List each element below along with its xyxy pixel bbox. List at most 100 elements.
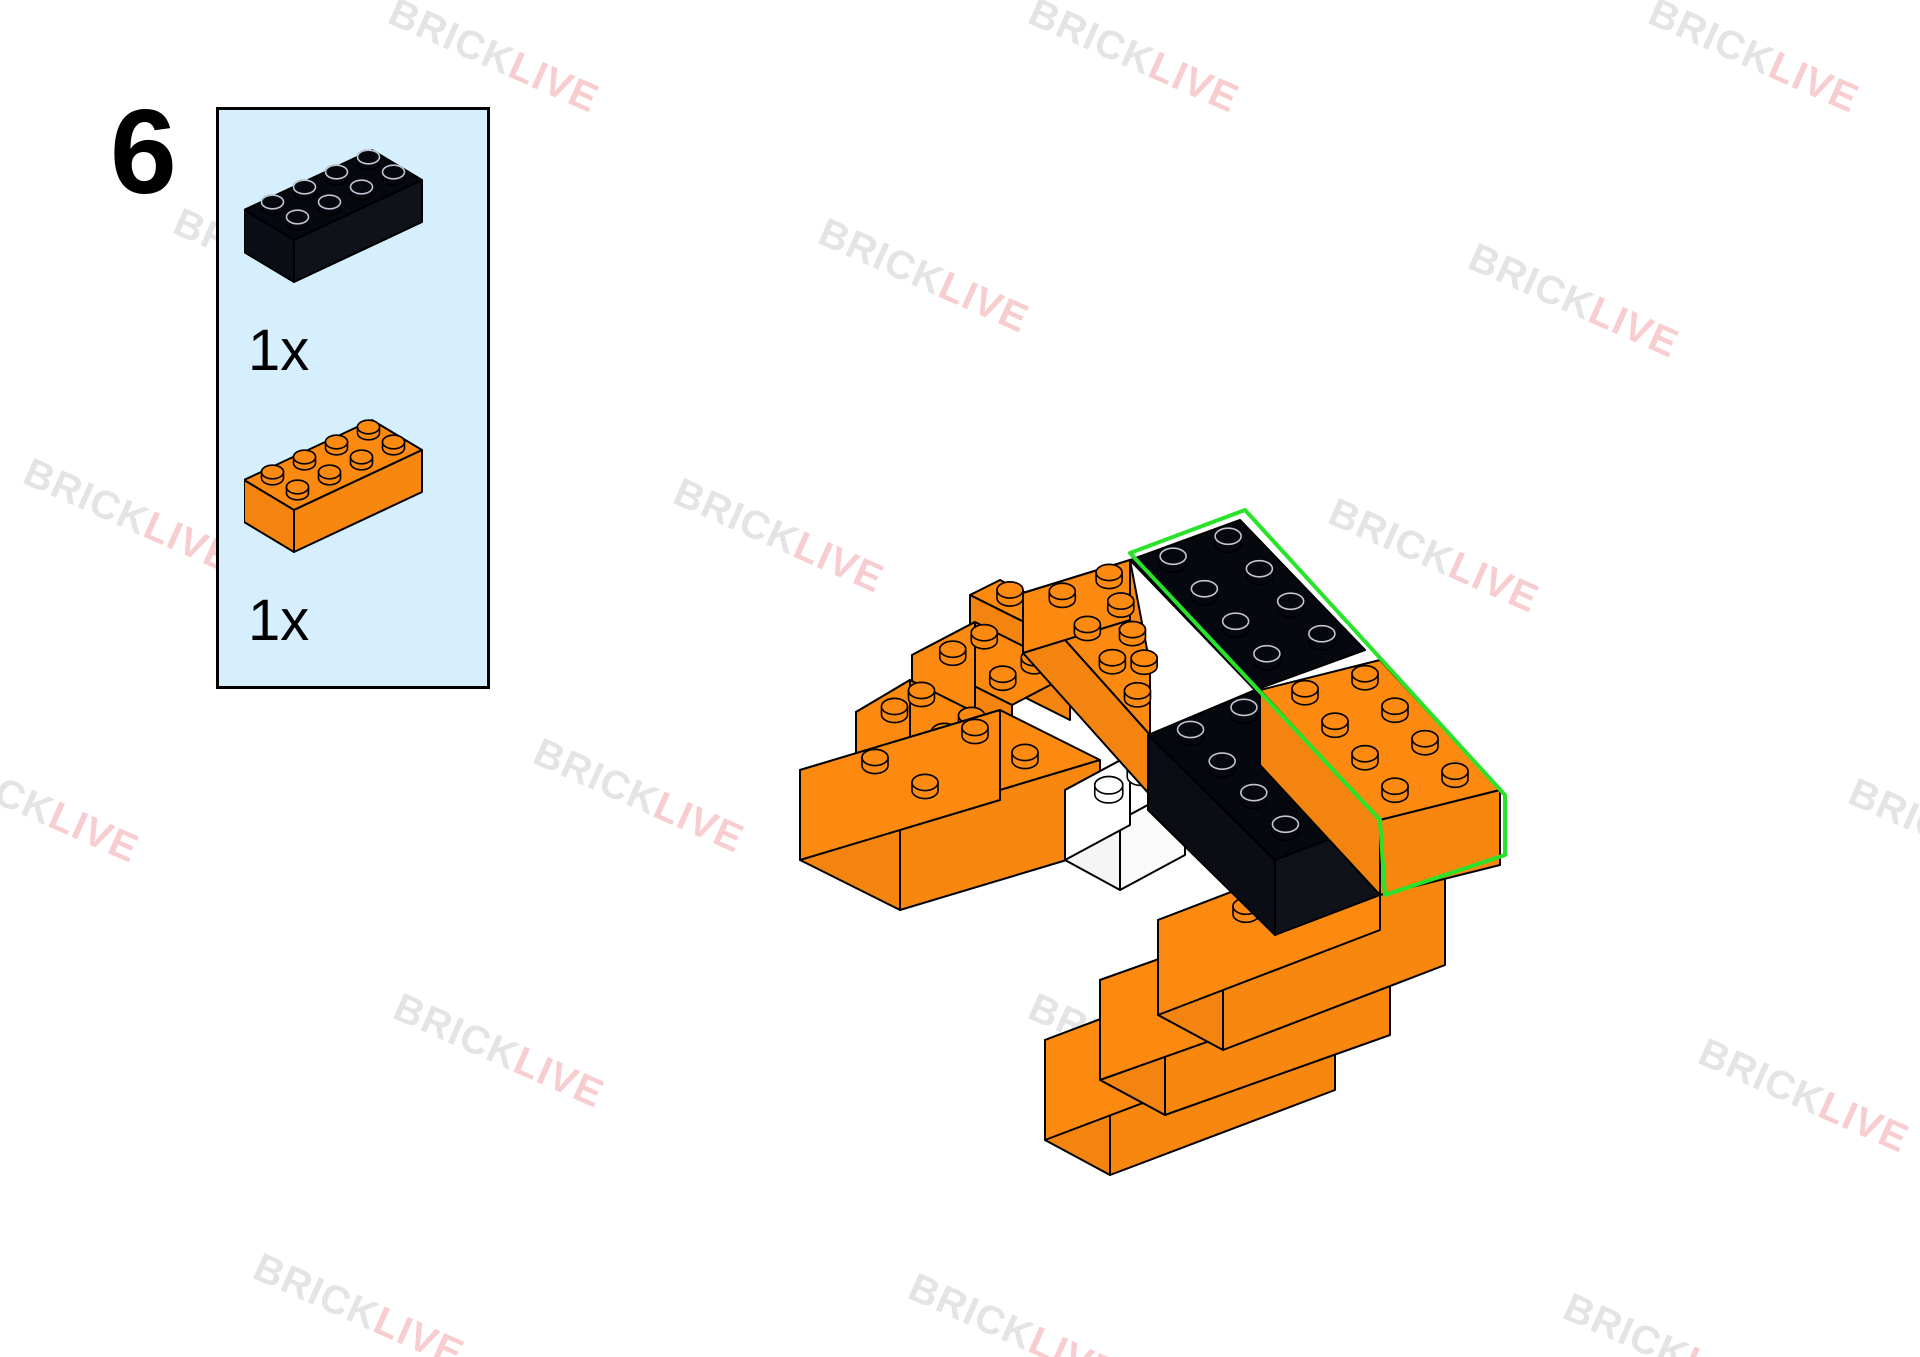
stud-top — [1411, 729, 1439, 748]
brick-stud — [285, 209, 310, 231]
stud-top — [1073, 615, 1102, 634]
stud-top — [1093, 775, 1124, 795]
brick-stud — [317, 464, 342, 486]
stud-top — [1095, 563, 1123, 582]
brick-stud — [1118, 620, 1147, 647]
stud-top — [1230, 698, 1258, 717]
stud-top — [1321, 712, 1349, 731]
brick-stud — [1230, 698, 1258, 725]
part-brick-black-2x4 — [244, 149, 423, 283]
brick-stud — [1208, 752, 1236, 778]
brick-stud — [285, 479, 310, 501]
stud-top — [349, 179, 374, 195]
stud-top — [1123, 682, 1152, 700]
stud-top — [1130, 649, 1158, 668]
brick-stud — [381, 164, 406, 186]
stud-top — [1271, 815, 1300, 834]
stud-top — [996, 581, 1024, 599]
stud-top — [260, 194, 285, 210]
stud-top — [1098, 648, 1127, 667]
brick-stud — [996, 581, 1024, 607]
stud-top — [1208, 752, 1236, 770]
stud-top — [1159, 547, 1187, 566]
part-brick-shape — [244, 419, 423, 553]
stud-top — [1351, 664, 1379, 683]
brick-stud — [349, 179, 374, 201]
brick-stud — [1221, 612, 1250, 639]
left-base-brick — [799, 709, 1101, 911]
stud-top — [1221, 612, 1250, 631]
assembly-bricks — [799, 508, 1507, 1176]
stud-top — [1011, 743, 1039, 762]
brick-stud — [1098, 648, 1127, 675]
brick-stud — [880, 697, 909, 724]
brick-stud — [324, 164, 349, 186]
stud-top — [1245, 559, 1274, 578]
brick-stud — [1176, 720, 1205, 747]
brick-stud — [907, 681, 936, 708]
stud-top — [260, 464, 285, 480]
stud-top — [1106, 592, 1135, 610]
brick-stud — [1411, 729, 1439, 756]
stud-top — [1214, 527, 1242, 546]
stud-top — [988, 665, 1017, 684]
brick-stud — [938, 640, 967, 667]
stud-top — [1048, 582, 1077, 601]
stud-top — [324, 434, 349, 450]
brick-stud — [1093, 775, 1124, 804]
brick-front-face — [1129, 559, 1256, 691]
stud-top — [938, 640, 967, 659]
stud-top — [1381, 697, 1409, 716]
stud-top — [1351, 744, 1379, 763]
stud-top — [356, 419, 381, 435]
brick-stud — [1253, 644, 1281, 671]
brick-stud — [1291, 679, 1319, 706]
stud-top — [317, 464, 342, 480]
brick-stud — [1214, 527, 1242, 554]
brick-stud — [1351, 664, 1379, 691]
stud-top — [1308, 624, 1336, 643]
brick-stud — [324, 434, 349, 456]
brick-stud — [1240, 783, 1268, 810]
stud-top — [1190, 579, 1219, 598]
stud-top — [292, 179, 317, 195]
brick-left-face — [799, 709, 1001, 861]
top-orange-brick-left — [1022, 559, 1158, 796]
step-number: 6 — [110, 85, 177, 219]
brick-stud — [1351, 744, 1379, 771]
brick-side-face — [293, 179, 423, 283]
top-orange-brick-new — [1259, 659, 1501, 896]
brick-stud — [1381, 697, 1409, 724]
stud-top — [970, 623, 999, 642]
brick-stud — [1308, 624, 1336, 651]
stud-top — [1118, 620, 1147, 639]
brick-stud — [381, 434, 406, 456]
brick-black-icon — [244, 149, 423, 283]
stud-top — [861, 748, 889, 767]
brick-stud — [1130, 649, 1158, 676]
brick-side-face — [293, 449, 423, 553]
brick-stud — [970, 623, 999, 650]
stud-top — [1176, 720, 1205, 739]
brick-stud — [1441, 762, 1469, 789]
brick-stud — [260, 194, 285, 216]
top-black-brick-back — [1129, 519, 1366, 691]
stud-top — [356, 149, 381, 165]
brick-stud — [260, 464, 285, 486]
brick-stud — [292, 449, 317, 471]
stud-top — [285, 479, 310, 495]
stud-top — [961, 718, 989, 737]
stud-top — [381, 434, 406, 450]
stud-top — [285, 209, 310, 225]
stud-top — [880, 697, 909, 716]
stud-top — [381, 164, 406, 180]
new-parts-highlight-outline — [1128, 508, 1507, 897]
brick-stud — [349, 449, 374, 471]
stud-top — [1441, 762, 1469, 781]
brick-stud — [356, 149, 381, 171]
stud-top — [1253, 644, 1281, 663]
stud-top — [1276, 592, 1305, 611]
stud-top — [349, 449, 374, 465]
brick-stud — [1123, 682, 1152, 708]
